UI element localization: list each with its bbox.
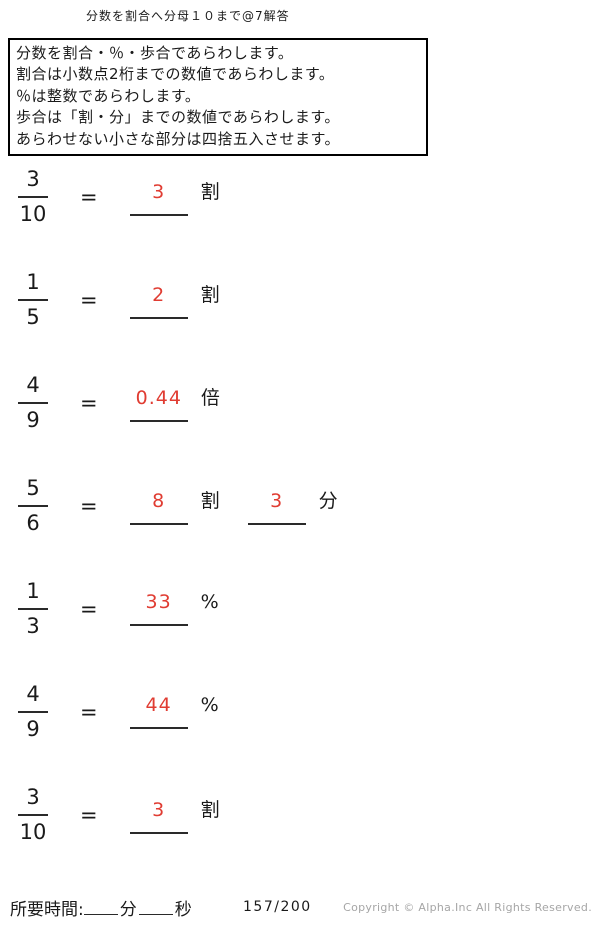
fraction-bar-line [18, 607, 48, 610]
equals-sign: = [80, 184, 98, 209]
instruction-line: ％は整数であらわします。 [16, 86, 201, 105]
fraction-denominator: 6 [26, 510, 40, 535]
answer-unit-label: % [200, 694, 219, 716]
equals-sign: = [80, 390, 98, 415]
instruction-line: 割合は小数点2桁までの数値であらわします。 [16, 65, 335, 84]
footer: 所要時間: 分 秒 157/200 Copyright © Alpha.Inc … [0, 895, 600, 921]
answer-value-slot: 0.44 [129, 387, 188, 422]
answer-unit-label: 割 [200, 284, 220, 306]
answer-value-slot: 3 [247, 490, 306, 525]
fraction-numerator: 4 [26, 681, 40, 706]
copyright-notice: Copyright © Alpha.Inc All Rights Reserve… [343, 901, 592, 914]
page-title: 分数を割合へ分母１０まで@7解答 [86, 9, 290, 23]
fraction-bar-line [18, 195, 48, 198]
answer-unit-label: 割 [200, 490, 220, 512]
fraction: 3 10 [12, 785, 54, 845]
instruction-line: 歩合は「割・分」までの数値であらわします。 [16, 108, 340, 127]
equals-sign: = [80, 802, 98, 827]
fraction: 5 6 [12, 476, 54, 536]
fraction: 1 3 [12, 579, 54, 639]
fraction-bar-line [18, 813, 48, 816]
answer-unit-label: 分 [318, 490, 338, 512]
answers: 44% [129, 694, 247, 729]
fraction-bar-line [18, 401, 48, 404]
fraction: 4 9 [12, 373, 54, 433]
time-required-label: 所要時間: [10, 900, 84, 920]
fraction-bar-line [18, 298, 48, 301]
fraction-numerator: 4 [26, 372, 40, 397]
answer-value-slot: 3 [129, 799, 188, 834]
page-number: 157/200 [243, 899, 312, 915]
seconds-unit-label: 秒 [174, 900, 192, 920]
instruction-line: 分数を割合・％・歩合であらわします。 [16, 44, 294, 62]
fraction-denominator: 3 [26, 613, 40, 638]
fraction-denominator: 9 [26, 716, 40, 741]
equals-sign: = [80, 699, 98, 724]
answer-value-slot: 2 [129, 284, 188, 319]
answer-value-slot: 3 [129, 181, 188, 216]
fraction: 4 9 [12, 682, 54, 742]
fraction-denominator: 10 [19, 201, 47, 226]
answer-value-slot: 44 [129, 694, 188, 729]
fraction-numerator: 5 [26, 475, 40, 500]
instruction-box: 分数を割合・％・歩合であらわします。割合は小数点2桁までの数値であらわします。 ％… [8, 38, 428, 157]
answer-unit-label: 割 [200, 181, 220, 203]
fraction-numerator: 1 [26, 269, 40, 294]
equals-sign: = [80, 493, 98, 518]
minutes-blank-line [83, 898, 118, 915]
answer-value-slot: 8 [129, 490, 188, 525]
fraction: 3 10 [12, 167, 54, 227]
fraction-bar-line [18, 710, 48, 713]
answer-unit-label: 倍 [200, 387, 220, 409]
problem-row: 4 9 = 44% [0, 660, 600, 763]
answers: 33% [129, 591, 247, 626]
problem-row: 1 3 = 33% [0, 557, 600, 660]
fraction-denominator: 9 [26, 407, 40, 432]
minutes-unit-label: 分 [119, 900, 137, 920]
fraction-numerator: 3 [26, 166, 40, 191]
equals-sign: = [80, 287, 98, 312]
fraction-bar-line [18, 504, 48, 507]
answer-unit-label: 割 [200, 799, 220, 821]
fraction-numerator: 3 [26, 784, 40, 809]
answer-unit-label: % [200, 591, 219, 613]
answers: 0.44 倍 [129, 383, 248, 422]
fraction-denominator: 10 [19, 819, 47, 844]
problem-row: 4 9 = 0.44 倍 [0, 351, 600, 454]
time-required-block: 所要時間: 分 秒 [10, 895, 194, 920]
equals-sign: = [80, 596, 98, 621]
seconds-blank-line [138, 898, 173, 915]
fraction-denominator: 5 [26, 304, 40, 329]
fraction: 1 5 [12, 270, 54, 330]
instruction-line: あらわせない小さな部分は四捨五入させます。 [16, 129, 341, 148]
fraction-numerator: 1 [26, 578, 40, 603]
answer-value-slot: 33 [129, 591, 188, 626]
